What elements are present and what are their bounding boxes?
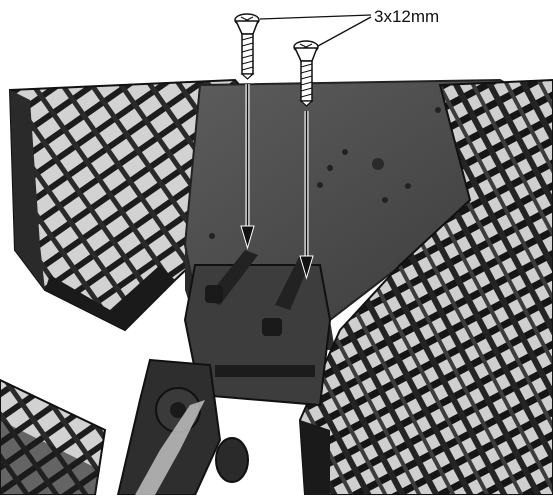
mount-hole — [435, 107, 441, 113]
mount-hole — [342, 149, 348, 155]
mount-hole — [209, 233, 215, 239]
screw-icon — [293, 40, 319, 107]
mount-hole — [372, 158, 384, 170]
insertion-arrow-2 — [299, 111, 314, 280]
callout-leader-lines — [259, 14, 372, 47]
mount-hole — [327, 165, 333, 171]
right-track — [298, 78, 553, 496]
mount-hole — [405, 183, 411, 189]
drive-wheel-assembly — [116, 358, 249, 496]
insertion-arrow-1 — [240, 84, 255, 250]
screw-size-label: 3x12mm — [374, 7, 439, 26]
screw-1 — [234, 13, 260, 80]
arrow-down-icon — [240, 84, 255, 250]
screw-2 — [293, 40, 319, 107]
front-bracket — [183, 250, 332, 407]
screw-icon — [234, 13, 260, 80]
mount-hole — [382, 197, 388, 203]
mount-hole — [317, 182, 323, 188]
arrow-down-icon — [299, 111, 314, 280]
lower-left-track — [0, 378, 107, 496]
